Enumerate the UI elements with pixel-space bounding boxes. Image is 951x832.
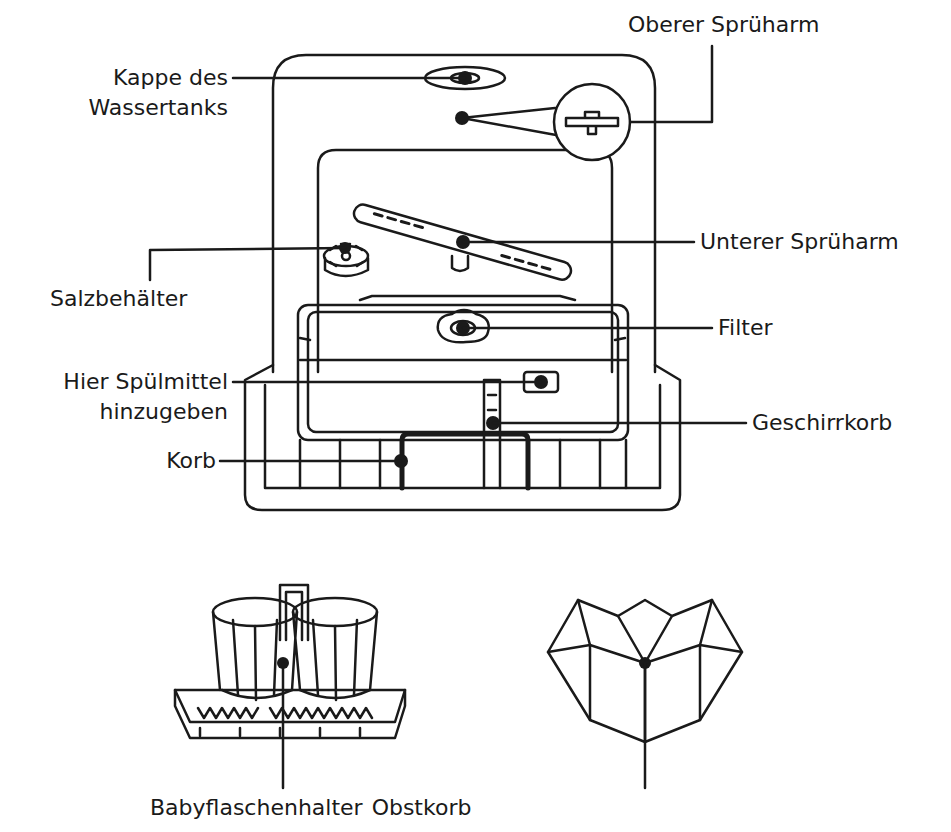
base [245, 365, 680, 510]
filter [438, 310, 489, 342]
basket-handle [484, 380, 500, 488]
fruit-basket [548, 600, 742, 742]
accessory-label: Obstkorb [372, 793, 472, 823]
dish-rack [298, 296, 628, 488]
cavity [318, 150, 612, 372]
bottle-holder [175, 585, 405, 738]
part-label: Korb [165, 446, 216, 476]
zoom-line [462, 108, 555, 118]
housing [273, 55, 655, 372]
part-label: Oberer Sprüharm [628, 10, 819, 40]
cutlery-basket [402, 434, 528, 488]
upper-arm-symbol [566, 112, 618, 134]
accessory-label: Babyflaschenhalter [150, 793, 363, 823]
part-label: Salzbehälter [50, 284, 187, 314]
callout-dots [277, 71, 651, 669]
part-label: Kappe des Wassertanks [46, 63, 228, 123]
part-label: Filter [718, 313, 772, 343]
base-inner [265, 385, 660, 488]
part-label: Unterer Sprüharm [700, 227, 899, 257]
zoom-line [462, 118, 556, 135]
zoom-circle [554, 84, 630, 160]
leader-lines [150, 46, 746, 788]
arm-hub [452, 256, 468, 271]
part-label: Geschirrkorb [752, 408, 892, 438]
part-label: Hier Spülmittel hinzugeben [10, 367, 228, 427]
